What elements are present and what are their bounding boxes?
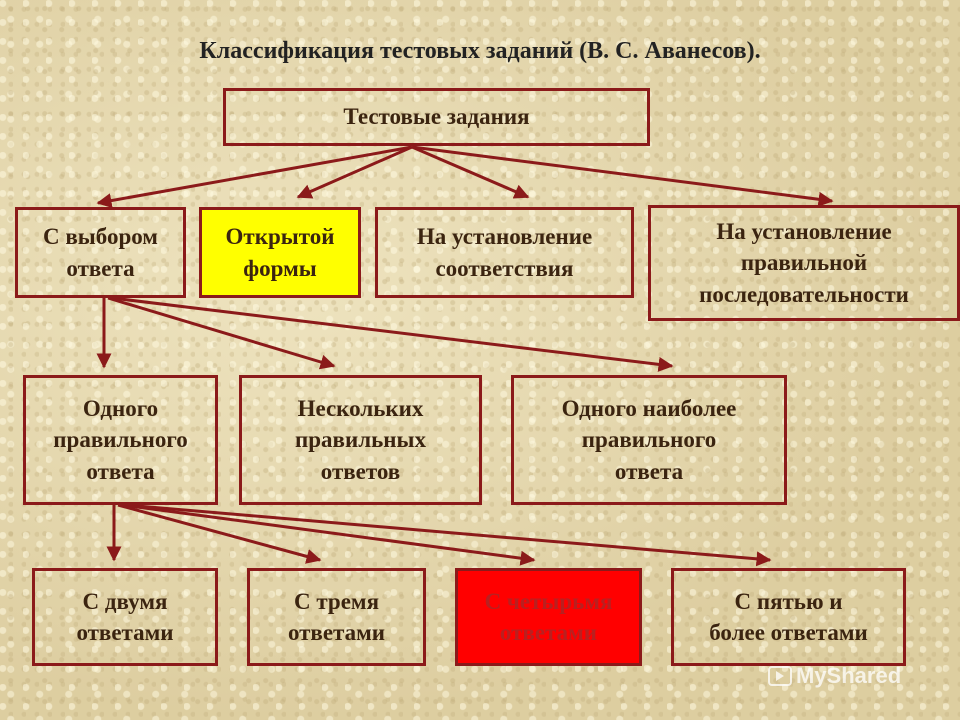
node-one-correct: Одного правильного ответа	[23, 375, 218, 505]
node-two-answers: С двумя ответами	[32, 568, 218, 666]
arrow-single-to-three	[117, 503, 322, 564]
node-five-plus-answers: С пятью и более ответами	[671, 568, 906, 666]
arrow-single-to-four	[121, 503, 536, 566]
node-matching: На установление соответствия	[375, 207, 634, 298]
node-with-choice: С выбором ответа	[15, 207, 186, 298]
node-sequence: На установление правильной последователь…	[648, 205, 960, 321]
node-four-answers: С четырьмя ответами	[455, 568, 642, 666]
watermark: MyShared	[768, 662, 901, 690]
watermark-text: MyShared	[796, 663, 902, 688]
node-three-answers: С тремя ответами	[247, 568, 426, 666]
arrow-single-to-five	[125, 503, 772, 567]
node-test-tasks: Тестовые задания	[223, 88, 650, 146]
arrow-root-to-choice	[96, 145, 413, 209]
arrow-choice-to-best	[111, 296, 674, 372]
arrow-root-to-matching	[411, 145, 530, 199]
node-open-form: Открытой формы	[199, 207, 361, 298]
arrow-root-to-sequence	[411, 145, 834, 207]
play-icon	[768, 666, 792, 686]
node-several-correct: Нескольких правильных ответов	[239, 375, 482, 505]
arrow-choice-to-multiple	[107, 296, 336, 370]
node-most-correct: Одного наиболее правильного ответа	[511, 375, 787, 505]
arrow-root-to-open	[296, 145, 413, 199]
diagram-title: Классификация тестовых заданий (В. С. Ав…	[199, 38, 761, 64]
